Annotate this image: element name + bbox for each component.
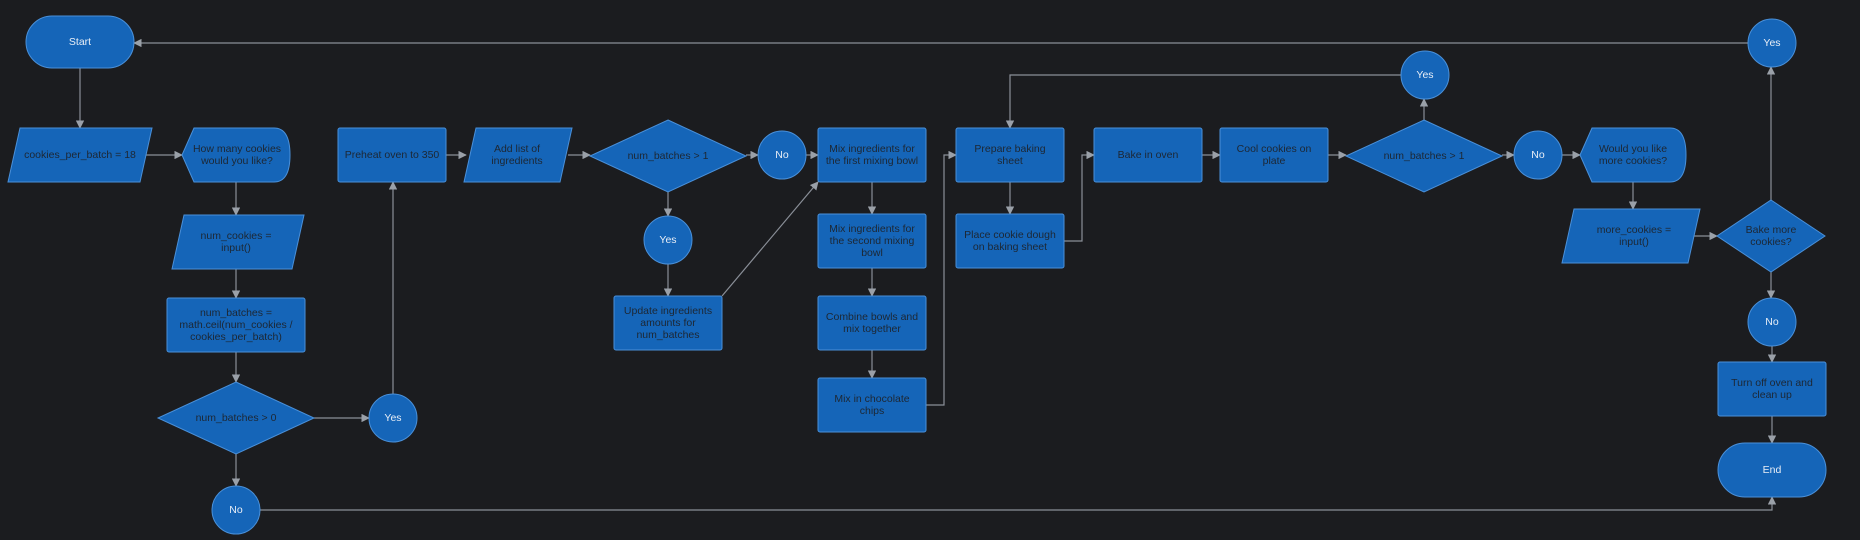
place-dough-shape xyxy=(955,213,1065,269)
edge-choc-to-prepare xyxy=(926,150,957,406)
num-batches-calc-shape xyxy=(166,297,306,353)
yes-1-circle xyxy=(368,393,418,443)
ask-more-shape xyxy=(1579,127,1687,183)
edge-update-to-mixfirst xyxy=(721,181,819,297)
edge-yes3-to-prepare xyxy=(1005,74,1401,129)
no-4-circle xyxy=(1747,297,1797,347)
mix-second-shape xyxy=(817,213,927,269)
ask-cookies-shape xyxy=(181,127,291,183)
end-terminal xyxy=(1717,442,1827,498)
dec-bake-more-shape xyxy=(1716,199,1826,273)
more-cookies-input-shape xyxy=(1561,208,1701,264)
yes-3-circle xyxy=(1400,50,1450,100)
turn-off-shape xyxy=(1717,361,1827,417)
prepare-sheet-shape xyxy=(955,127,1065,183)
preheat-shape xyxy=(337,127,447,183)
dec-batches-gt-1-b-shape xyxy=(1344,119,1504,193)
num-cookies-input-shape xyxy=(171,214,305,270)
mix-first-shape xyxy=(817,127,927,183)
no-1-circle xyxy=(211,485,261,535)
bake-shape xyxy=(1093,127,1203,183)
start-terminal xyxy=(25,15,135,69)
dec-batches-gt-1-a-shape xyxy=(588,119,748,193)
yes-2-circle xyxy=(643,215,693,265)
no-3-circle xyxy=(1513,130,1563,180)
add-ingredients-shape xyxy=(463,127,573,183)
edge-place-to-bake xyxy=(1064,150,1095,242)
no-2-circle xyxy=(757,130,807,180)
yes-4-circle xyxy=(1747,18,1797,68)
cool-shape xyxy=(1219,127,1329,183)
combine-shape xyxy=(817,295,927,351)
edge-no1-to-end xyxy=(260,496,1777,511)
update-ingredients-shape xyxy=(613,295,723,351)
cookies-per-batch-shape xyxy=(7,127,153,183)
choc-chips-shape xyxy=(817,377,927,433)
dec-batches-gt-0-shape xyxy=(156,381,316,455)
